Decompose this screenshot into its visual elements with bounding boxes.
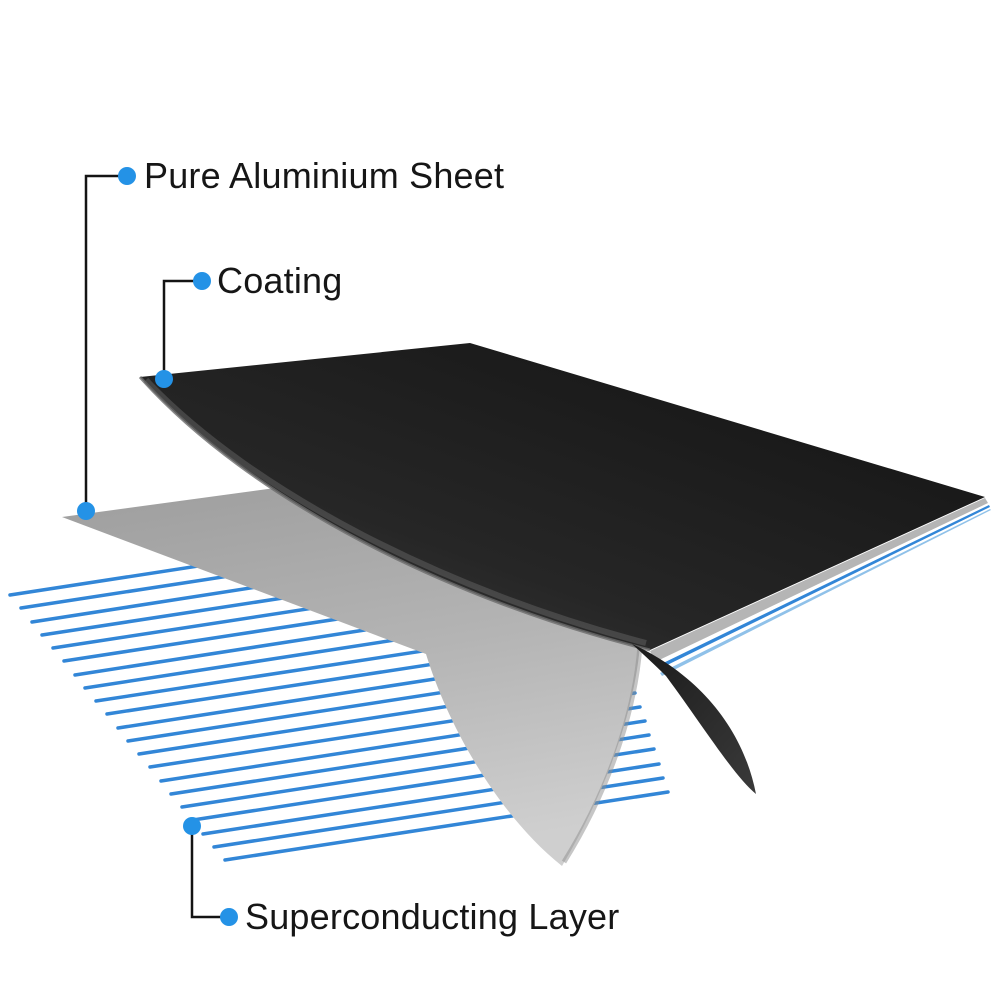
coating-curl-edge-highlight bbox=[138, 375, 651, 652]
aluminium-edge-strip bbox=[650, 498, 988, 662]
callout-dots bbox=[77, 167, 238, 926]
callout-dot-superconducting-target bbox=[183, 817, 201, 835]
coating-sheet-curl-tail bbox=[632, 644, 756, 794]
callout-dot-aluminium-label bbox=[118, 167, 136, 185]
lower-edge-strip bbox=[660, 509, 991, 676]
stripe-line bbox=[223, 790, 670, 862]
callout-dot-coating-target bbox=[155, 370, 173, 388]
callout-line-superconducting bbox=[190, 826, 229, 919]
callout-line-coating bbox=[162, 279, 202, 379]
callout-line-aluminium bbox=[84, 174, 127, 511]
superconducting-edge-strip bbox=[657, 505, 990, 669]
callout-lines bbox=[84, 174, 229, 919]
label-coating: Coating bbox=[217, 260, 343, 301]
callout-dot-aluminium-target bbox=[77, 502, 95, 520]
aluminium-sheet-curl-shadow bbox=[561, 644, 643, 864]
coating-curl-inner-highlight bbox=[143, 377, 647, 646]
layer-stack-edge bbox=[650, 498, 991, 676]
label-superconducting-layer: Superconducting Layer bbox=[245, 896, 620, 937]
callout-dot-superconducting-label bbox=[220, 908, 238, 926]
callout-dot-coating-label bbox=[193, 272, 211, 290]
label-pure-aluminium-sheet: Pure Aluminium Sheet bbox=[144, 155, 505, 196]
coating-sheet bbox=[140, 343, 985, 650]
